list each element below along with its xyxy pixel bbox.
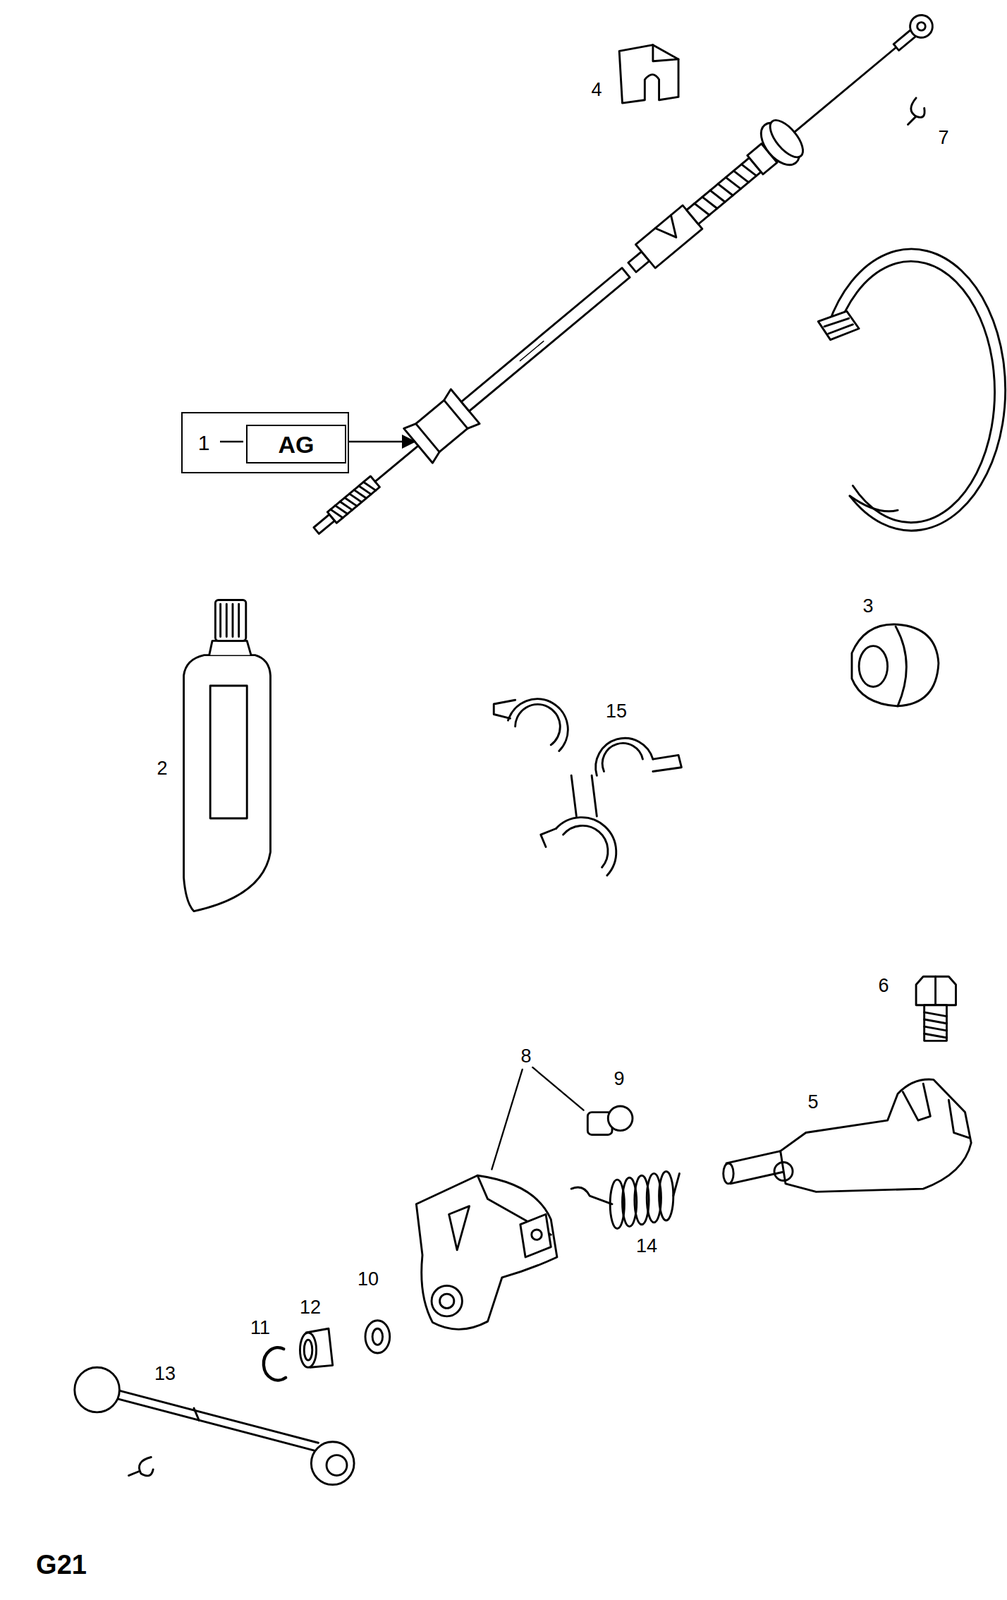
callout-number: 4: [590, 80, 602, 100]
callout-number: 5: [807, 1092, 819, 1112]
callout-number: 2: [156, 758, 168, 778]
grease-tube: [184, 600, 271, 912]
callout-number: 10: [357, 1269, 379, 1289]
callout-number: 7: [937, 128, 949, 148]
reference-box: 1 AG: [181, 411, 350, 474]
callout-number: 3: [862, 596, 874, 616]
callout-number: 15: [605, 701, 627, 721]
callout-number: 13: [154, 1363, 176, 1383]
leader-arrow: [349, 440, 415, 443]
leader-line: [220, 440, 244, 443]
clip: [128, 1456, 154, 1476]
callout-number: 12: [299, 1297, 321, 1317]
figure-code: G21: [35, 1550, 87, 1578]
release-lever: [723, 1078, 972, 1192]
callout-number: 6: [877, 975, 889, 996]
grommet: [851, 624, 939, 706]
clip: [908, 98, 926, 125]
bolt: [916, 975, 956, 1041]
cable-tie-band: [818, 248, 1005, 531]
cable-clip: [493, 698, 682, 876]
adjuster-quadrant: [416, 1174, 558, 1329]
callout-number: 11: [250, 1317, 271, 1338]
callout-number: 1: [198, 432, 211, 454]
callout-number: 8: [520, 1046, 532, 1066]
pivot-pin: [587, 1105, 633, 1135]
material-code-box: AG: [246, 424, 347, 464]
connecting-rod: [74, 1366, 355, 1484]
clutch-cable: [300, 0, 946, 550]
washer: [365, 1320, 390, 1353]
retaining-clip: [619, 45, 679, 103]
circlip: [263, 1346, 286, 1380]
material-code: AG: [278, 432, 315, 457]
spring: [571, 1171, 680, 1229]
bushing: [299, 1327, 333, 1367]
callout-number: 9: [613, 1069, 625, 1089]
leader-line: [491, 1066, 584, 1170]
callout-number: 14: [636, 1236, 658, 1256]
